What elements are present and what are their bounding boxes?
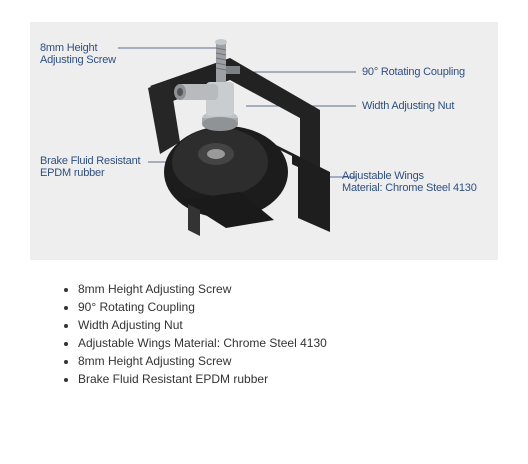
feature-item: 8mm Height Adjusting Screw [78, 352, 327, 370]
callout-width-nut: Width Adjusting Nut [362, 100, 455, 112]
rotating-coupling [174, 82, 234, 116]
stand-base [182, 192, 274, 236]
feature-item: Brake Fluid Resistant EPDM rubber [78, 370, 327, 388]
callout-height-screw: 8mm Height Adjusting Screw [40, 42, 116, 66]
feature-list: 8mm Height Adjusting Screw 90° Rotating … [60, 280, 327, 388]
callout-epdm-rubber: Brake Fluid Resistant EPDM rubber [40, 155, 141, 179]
height-screw [215, 39, 240, 82]
callout-adjustable-wings: Adjustable Wings Material: Chrome Steel … [342, 170, 477, 194]
feature-item: 8mm Height Adjusting Screw [78, 280, 327, 298]
feature-item: 90° Rotating Coupling [78, 298, 327, 316]
product-diagram: 8mm Height Adjusting Screw 90° Rotating … [30, 22, 498, 260]
feature-item: Width Adjusting Nut [78, 316, 327, 334]
feature-item: Adjustable Wings Material: Chrome Steel … [78, 334, 327, 352]
rubber-wheel [164, 126, 288, 218]
callout-rotating-coupling: 90° Rotating Coupling [362, 66, 465, 78]
left-arm [148, 80, 180, 154]
wheel-assembly-illustration [118, 39, 356, 236]
